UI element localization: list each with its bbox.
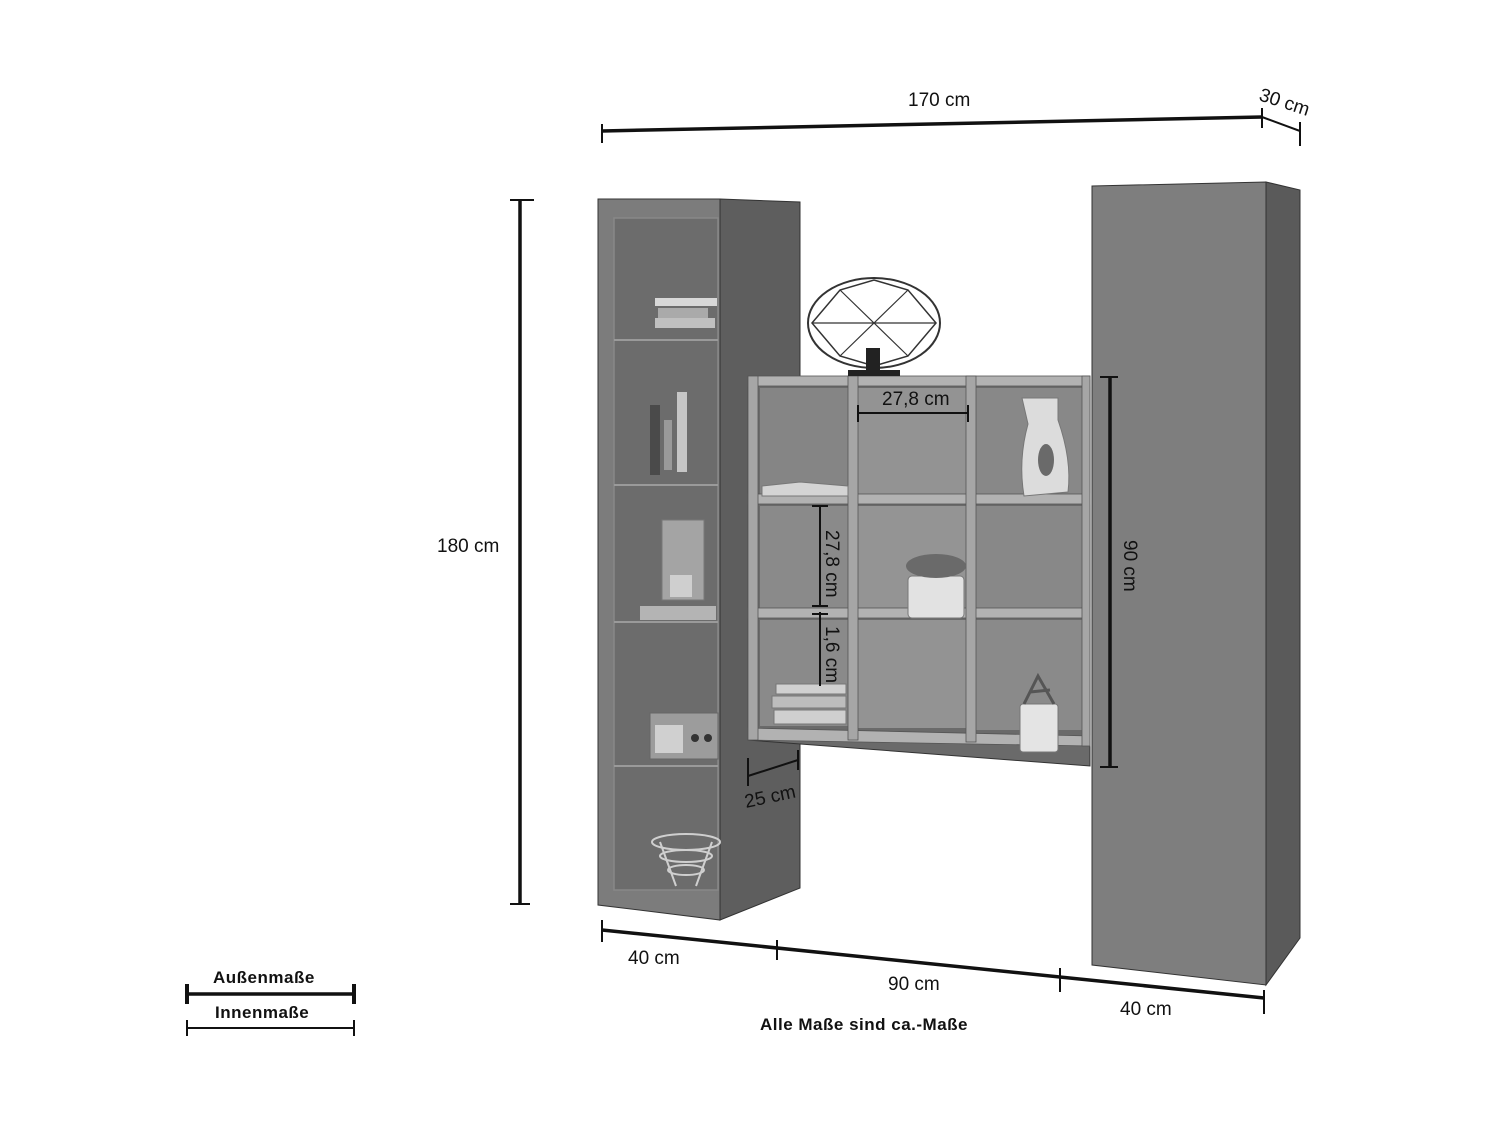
dimension-lines bbox=[510, 108, 1301, 1014]
cube-shelf-unit bbox=[747, 277, 1091, 767]
dimension-legend: Außenmaße Innenmaße bbox=[185, 968, 356, 1036]
plant-pot-decoration bbox=[906, 554, 966, 619]
label-compartment-height: 27,8 cm bbox=[821, 530, 842, 598]
legend-inner-label: Innenmaße bbox=[215, 1003, 309, 1022]
label-right-cabinet-width: 40 cm bbox=[1120, 999, 1172, 1020]
stacked-items-decoration bbox=[771, 683, 847, 725]
legend-outer-label: Außenmaße bbox=[213, 968, 315, 987]
label-height: 180 cm bbox=[437, 536, 499, 557]
label-left-cabinet-width: 40 cm bbox=[628, 948, 680, 969]
approximate-dimensions-note: Alle Maße sind ca.-Maße bbox=[760, 1015, 968, 1034]
book-decoration bbox=[761, 481, 849, 497]
label-shelf-unit-height: 90 cm bbox=[1119, 540, 1140, 592]
vase-decoration bbox=[1021, 397, 1070, 497]
small-plant-decoration bbox=[1019, 672, 1059, 753]
label-shelf-unit-width: 90 cm bbox=[888, 974, 940, 995]
label-total-width: 170 cm bbox=[908, 90, 970, 111]
label-shelf-thickness: 1,6 cm bbox=[821, 626, 842, 683]
lamp-decoration bbox=[807, 277, 941, 376]
label-compartment-width: 27,8 cm bbox=[882, 389, 950, 410]
label-depth-top: 30 cm bbox=[1256, 85, 1312, 121]
right-cabinet bbox=[1091, 181, 1301, 987]
